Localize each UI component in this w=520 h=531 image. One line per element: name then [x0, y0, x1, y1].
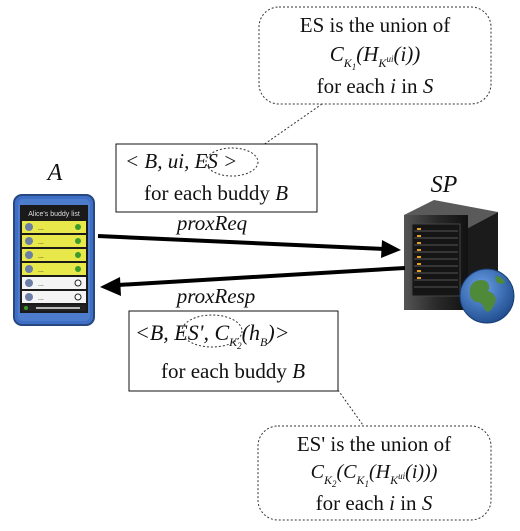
list-item: ... — [22, 291, 86, 303]
list-item: ... — [22, 249, 86, 261]
callout-es-prime-bubble — [257, 425, 492, 521]
svg-text:...: ... — [38, 225, 44, 232]
request-box: < B, ui, ES > for each buddy B — [115, 143, 318, 213]
callout-es-line3: for each i in S — [317, 74, 434, 98]
svg-text:...: ... — [38, 239, 44, 246]
server-status-leds — [417, 228, 421, 279]
callout-es-prime-connector — [337, 389, 366, 429]
callout-es-bubble — [258, 6, 492, 105]
callout-es-formula: CK1(HKui(i)) — [330, 42, 421, 72]
phone-screen-title: Alice's buddy list — [28, 211, 80, 218]
callout-es: ES is the union of CK1(HKui(i)) for each… — [258, 6, 492, 105]
svg-text:...: ... — [38, 281, 44, 288]
proxreq-label: proxReq — [175, 211, 248, 235]
response-box: <B, ES', CK2(hB)> for each buddy B — [128, 310, 339, 392]
request-box-line1: < B, ui, ES > — [125, 149, 237, 173]
proxresp-arrow — [100, 266, 406, 296]
callout-es-prime-line1: ES' is the union of — [297, 432, 451, 456]
response-es-highlight — [181, 314, 243, 348]
svg-text:...: ... — [38, 267, 44, 274]
request-box-frame — [115, 143, 318, 213]
list-item: ... — [22, 235, 86, 247]
response-box-line2: for each buddy B — [161, 359, 305, 383]
actor-sp-label: SP — [431, 172, 458, 198]
callout-es-prime: ES' is the union of CK2(CK1(HKui(i))) fo… — [257, 425, 492, 521]
list-item: ... — [22, 263, 86, 275]
smartphone-icon: Alice's buddy list ... ... ... — [13, 194, 95, 326]
list-item: ... — [22, 277, 86, 289]
request-es-highlight — [205, 147, 259, 177]
proxreq-arrow — [97, 234, 401, 258]
globe-icon — [459, 268, 515, 324]
proxresp-label: proxResp — [175, 284, 256, 308]
server-drive-bays — [414, 230, 458, 288]
phone-buddy-list: ... ... ... ... — [22, 221, 86, 303]
request-box-line2: for each buddy B — [144, 181, 288, 205]
list-item: ... — [22, 221, 86, 233]
response-box-line1: <B, ES', CK2(hB)> — [135, 320, 290, 351]
callout-es-prime-line3: for each i in S — [316, 491, 433, 515]
svg-text:...: ... — [38, 253, 44, 260]
callout-es-line1: ES is the union of — [300, 13, 451, 37]
callout-es-connector — [255, 103, 323, 151]
svg-text:...: ... — [38, 295, 44, 302]
callout-es-prime-formula: CK2(CK1(HKui(i))) — [311, 461, 438, 489]
response-box-frame — [128, 310, 339, 392]
actor-a-label: A — [46, 160, 63, 186]
